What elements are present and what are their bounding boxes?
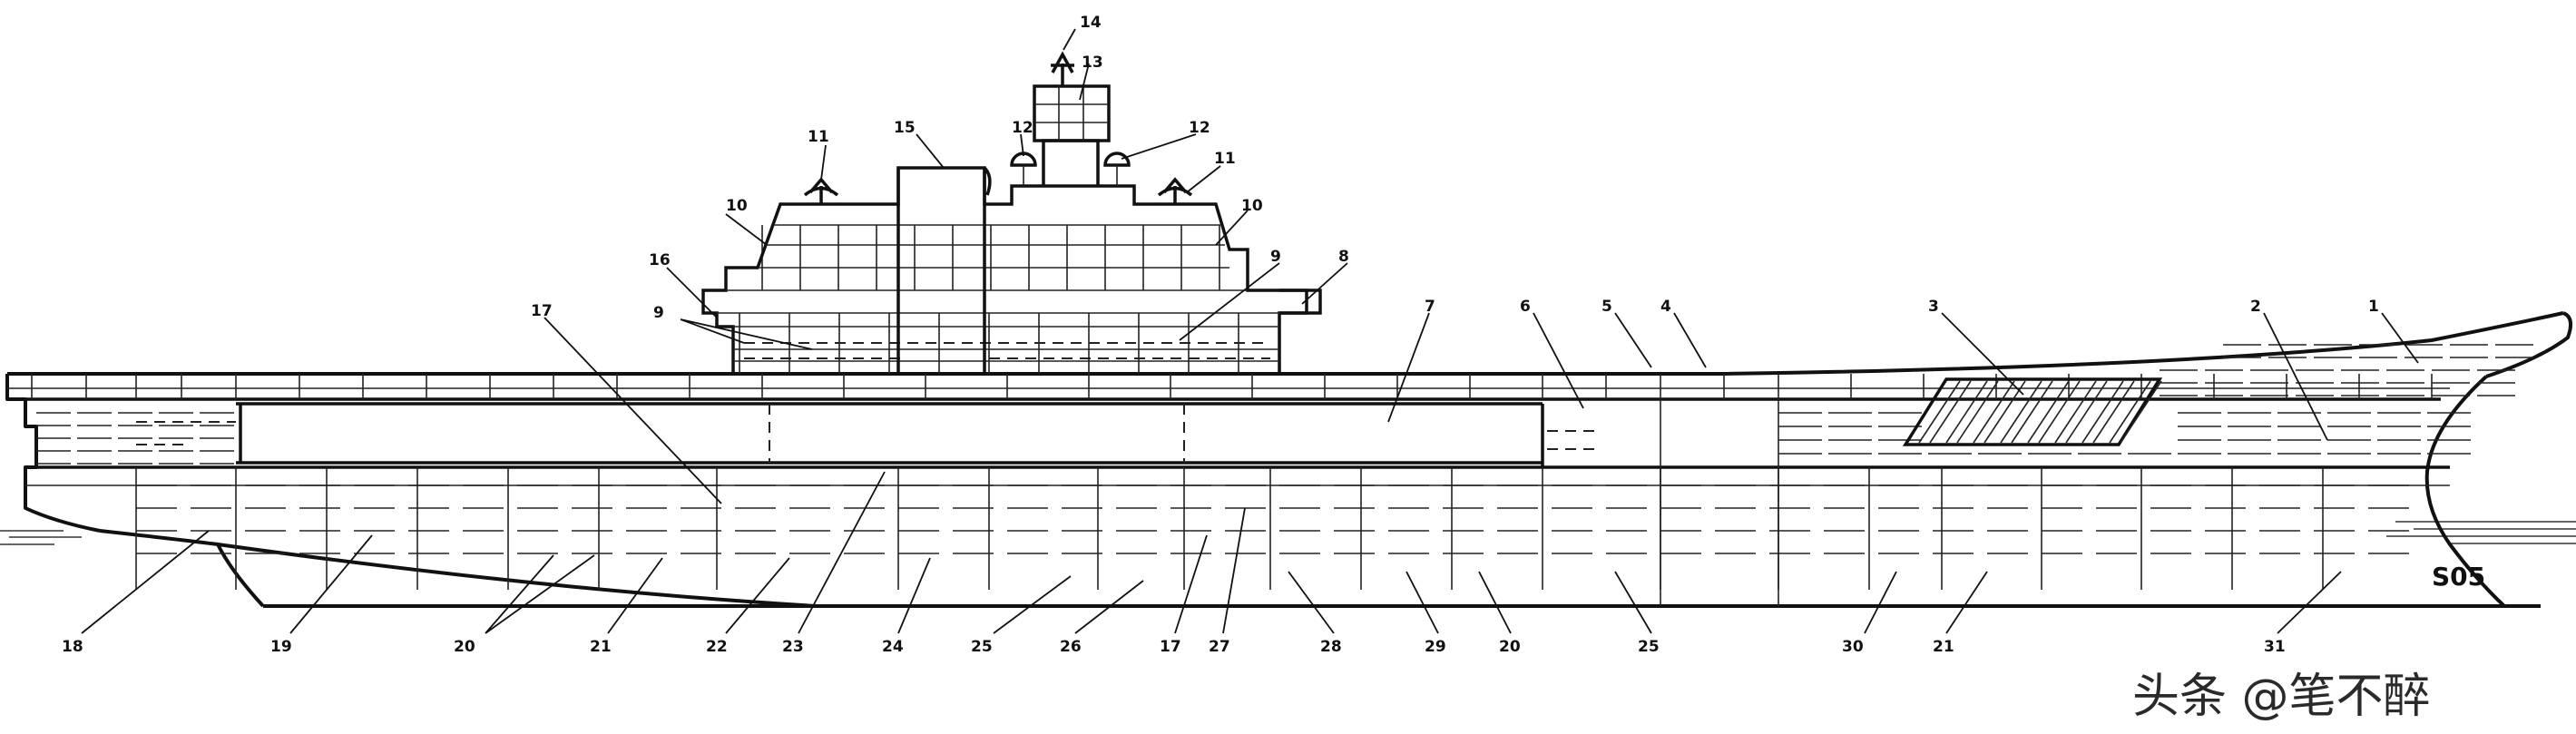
callout-14: 14 [1080, 14, 1102, 32]
callout-17-lower: 17 [1160, 638, 1181, 656]
callout-7: 7 [1425, 298, 1435, 316]
callout-13: 13 [1082, 54, 1103, 72]
callout-6: 6 [1520, 298, 1531, 316]
callout-20-right: 20 [1499, 638, 1521, 656]
hangar-dashed-lines [136, 404, 1601, 463]
image-code: S05 [2432, 562, 2485, 592]
callout-26: 26 [1060, 638, 1082, 656]
callout-3: 3 [1928, 298, 1939, 316]
callout-2: 2 [2250, 298, 2261, 316]
waterline [0, 521, 2576, 545]
callout-24: 24 [882, 638, 904, 656]
callout-29: 29 [1425, 638, 1446, 656]
callout-11-right: 11 [1214, 150, 1236, 168]
callout-27: 27 [1209, 638, 1230, 656]
callout-30: 30 [1842, 638, 1864, 656]
callout-28: 28 [1320, 638, 1342, 656]
callout-19: 19 [270, 638, 292, 656]
callout-4: 4 [1660, 298, 1671, 316]
callout-10-left: 10 [726, 197, 748, 215]
callout-17-upper: 17 [531, 302, 553, 320]
hull [5, 311, 2573, 608]
callout-9-left: 9 [653, 304, 664, 322]
island-superstructure [701, 51, 1322, 374]
callout-16: 16 [649, 251, 671, 269]
leader-lines [81, 28, 2419, 634]
callout-31: 31 [2264, 638, 2286, 656]
callout-12-right: 12 [1189, 119, 1210, 137]
compartment-grid [31, 225, 2533, 590]
callout-10-right: 10 [1241, 197, 1263, 215]
callout-21-left: 21 [590, 638, 612, 656]
callout-18: 18 [62, 638, 83, 656]
missile-cells-hatch [1902, 377, 2163, 446]
callout-12-left: 12 [1012, 119, 1033, 137]
callout-22: 22 [706, 638, 728, 656]
callout-25-left: 25 [971, 638, 993, 656]
callout-15: 15 [894, 119, 916, 137]
callout-8: 8 [1338, 248, 1349, 266]
callout-5: 5 [1601, 298, 1612, 316]
callout-25-right: 25 [1638, 638, 1660, 656]
callout-23: 23 [782, 638, 804, 656]
callout-1: 1 [2368, 298, 2379, 316]
callout-20-left: 20 [454, 638, 475, 656]
deck-lines [7, 387, 2450, 606]
watermark: 头条 @笔不醉 [2132, 670, 2431, 724]
callout-11-left: 11 [808, 128, 829, 146]
callout-labels: 1 2 3 4 5 6 7 8 9 9 10 10 11 11 12 12 13… [62, 14, 2379, 656]
callout-21-right: 21 [1933, 638, 1954, 656]
callout-9-right: 9 [1270, 248, 1281, 266]
